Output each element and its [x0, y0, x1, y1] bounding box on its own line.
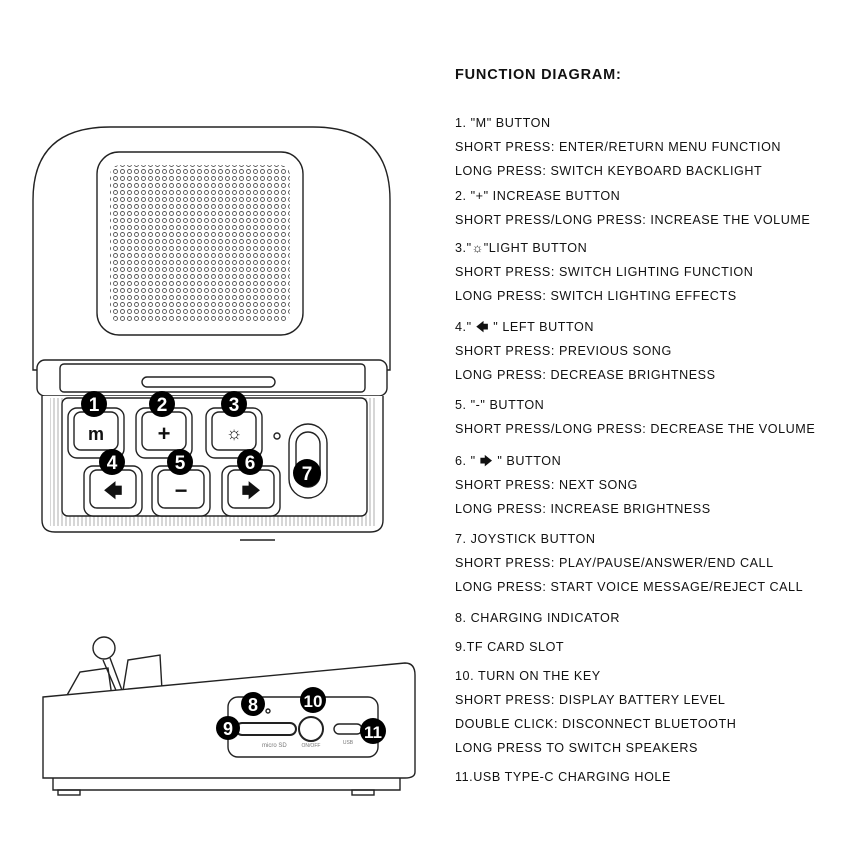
function-line: SHORT PRESS: NEXT SONG [455, 478, 638, 492]
plus-key-label: + [158, 421, 171, 446]
function-line: 9.TF CARD SLOT [455, 640, 565, 654]
right-key [221, 465, 281, 517]
badge-2: 2 [149, 391, 175, 417]
light-icon: ☼ [226, 423, 243, 443]
function-line: SHORT PRESS: PLAY/PAUSE/ANSWER/END CALL [455, 556, 774, 570]
sd-label: micro SD [262, 743, 287, 749]
function-line: LONG PRESS: START VOICE MESSAGE/REJECT C… [455, 580, 804, 594]
right-arrow-icon: 🡆 [242, 481, 261, 501]
svg-text:4: 4 [107, 453, 118, 474]
function-line: SHORT PRESS/LONG PRESS: DECREASE THE VOL… [455, 422, 816, 436]
function-line: 3."☼"LIGHT BUTTON [455, 241, 588, 255]
left-arrow-icon: 🡄 [104, 481, 123, 501]
diagram-title: FUNCTION DIAGRAM: [455, 67, 622, 83]
keys[interactable] [67, 407, 281, 517]
light-key [205, 407, 263, 459]
minus-key-label: − [175, 478, 188, 503]
function-line: SHORT PRESS: DISPLAY BATTERY LEVEL [455, 693, 726, 707]
function-line: 6. " 🡆 " BUTTON [455, 454, 562, 468]
badge-8: 8 [241, 692, 265, 716]
badge-5: 5 [167, 449, 193, 475]
function-line: 5. "-" BUTTON [455, 398, 545, 412]
minus-key [151, 465, 211, 517]
function-line: 1. "M" BUTTON [455, 116, 551, 130]
joystick-ball [92, 636, 116, 660]
function-line: 11.USB TYPE-C CHARGING HOLE [455, 770, 671, 784]
m-key-label: m [88, 424, 104, 444]
function-line: 10. TURN ON THE KEY [455, 669, 601, 683]
function-line: 4." 🡄 " LEFT BUTTON [455, 320, 595, 334]
function-line: SHORT PRESS: SWITCH LIGHTING FUNCTION [455, 265, 754, 279]
function-line: 8. CHARGING INDICATOR [455, 611, 621, 625]
speaker-grille [110, 165, 290, 322]
badge-7: 7 [293, 459, 321, 487]
function-line: LONG PRESS: DECREASE BRIGHTNESS [455, 368, 716, 382]
function-line: DOUBLE CLICK: DISCONNECT BLUETOOTH [455, 717, 737, 731]
svg-text:7: 7 [302, 464, 313, 485]
svg-text:11: 11 [364, 723, 382, 742]
badge-9: 9 [216, 716, 240, 740]
svg-text:9: 9 [223, 719, 233, 739]
svg-text:2: 2 [157, 395, 168, 416]
function-line: 7. JOYSTICK BUTTON [455, 532, 596, 546]
badge-11: 11 [360, 718, 386, 744]
badge-1: 1 [81, 391, 107, 417]
usb-label: USB [343, 740, 354, 746]
function-line: LONG PRESS: SWITCH LIGHTING EFFECTS [455, 289, 737, 303]
function-line: 2. "+" INCREASE BUTTON [455, 189, 621, 203]
svg-text:10: 10 [304, 692, 323, 711]
svg-text:5: 5 [175, 453, 186, 474]
function-line: LONG PRESS TO SWITCH SPEAKERS [455, 741, 698, 755]
power-label: ON/OFF [302, 743, 321, 749]
badge-3: 3 [221, 391, 247, 417]
badge-4: 4 [99, 449, 125, 475]
svg-text:8: 8 [248, 695, 258, 715]
side-view: micro SD ON/OFF USB [42, 636, 416, 796]
function-line: SHORT PRESS/LONG PRESS: INCREASE THE VOL… [455, 213, 811, 227]
badge-6: 6 [237, 449, 263, 475]
function-line: LONG PRESS: INCREASE BRIGHTNESS [455, 502, 711, 516]
left-key [83, 465, 143, 517]
m-key [67, 407, 125, 459]
svg-text:1: 1 [89, 395, 100, 416]
callout-badges: 1 2 3 4 5 6 7 8 9 10 11 [81, 391, 386, 744]
badge-10: 10 [300, 687, 326, 713]
function-line: SHORT PRESS: PREVIOUS SONG [455, 344, 672, 358]
plus-key [135, 407, 193, 459]
svg-text:3: 3 [229, 395, 240, 416]
svg-text:6: 6 [245, 453, 256, 474]
function-line: SHORT PRESS: ENTER/RETURN MENU FUNCTION [455, 140, 782, 154]
function-line: LONG PRESS: SWITCH KEYBOARD BACKLIGHT [455, 164, 763, 178]
